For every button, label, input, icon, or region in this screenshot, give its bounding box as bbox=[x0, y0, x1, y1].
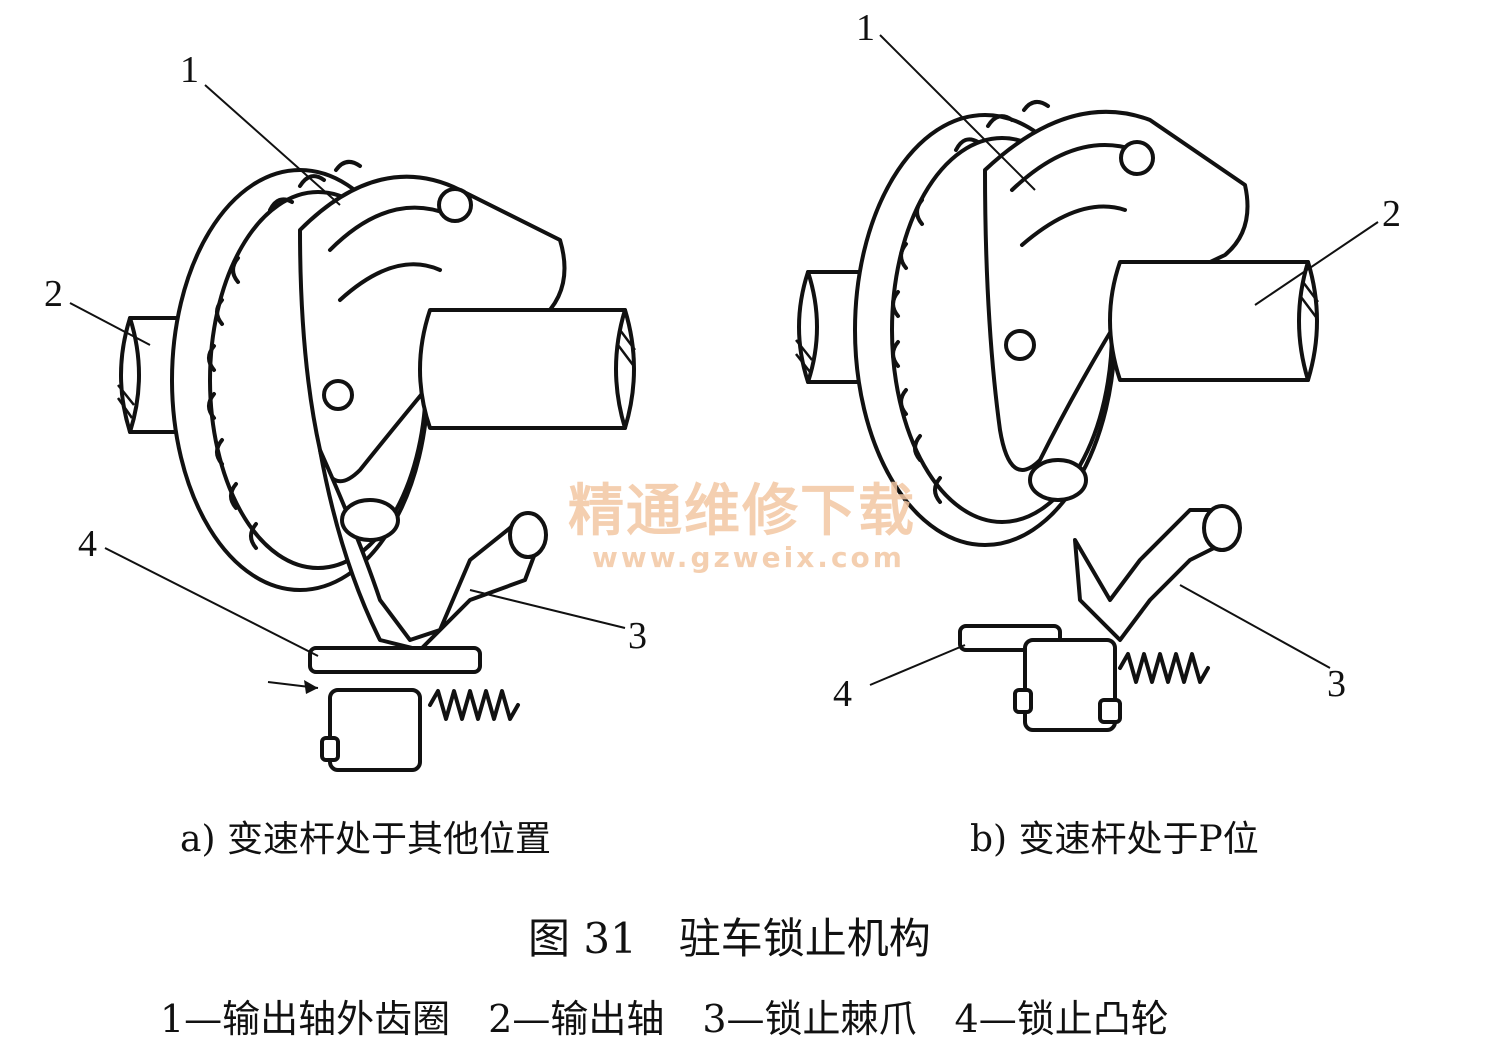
panel-b-label-3: 3 bbox=[1327, 663, 1346, 705]
panel-a-parking-pawl bbox=[318, 448, 548, 652]
figure-legend: 1—输出轴外齿圈 2—输出轴 3—锁止棘爪 4—锁止凸轮 bbox=[160, 997, 1169, 1041]
panel-b-lock-cam bbox=[958, 624, 1210, 732]
panel-a-shaft-right bbox=[418, 308, 636, 430]
panel-a-lock-cam bbox=[267, 646, 520, 772]
watermark-url: www.gzweix.com bbox=[592, 541, 905, 574]
panel-b-drawing bbox=[795, 34, 1379, 732]
panel-a-label-3: 3 bbox=[628, 615, 647, 657]
watermark-text: 精通维修下载 bbox=[568, 479, 916, 544]
panel-a-label-2: 2 bbox=[44, 273, 63, 315]
panel-a-label-1: 1 bbox=[180, 49, 199, 91]
panel-b-caption: b) 变速杆处于P位 bbox=[970, 819, 1259, 860]
panel-a-caption: a) 变速杆处于其他位置 bbox=[180, 819, 551, 860]
figure-title: 图 31 驻车锁止机构 bbox=[528, 914, 931, 963]
panel-b-label-1: 1 bbox=[856, 7, 875, 49]
panel-a-drawing bbox=[69, 84, 636, 772]
panel-a-label-4: 4 bbox=[78, 523, 97, 565]
panel-b-shaft-right bbox=[1108, 260, 1319, 382]
panel-b-parking-pawl bbox=[1073, 504, 1242, 642]
panel-b-label-2: 2 bbox=[1382, 193, 1401, 235]
panel-b-label-4: 4 bbox=[833, 673, 852, 715]
